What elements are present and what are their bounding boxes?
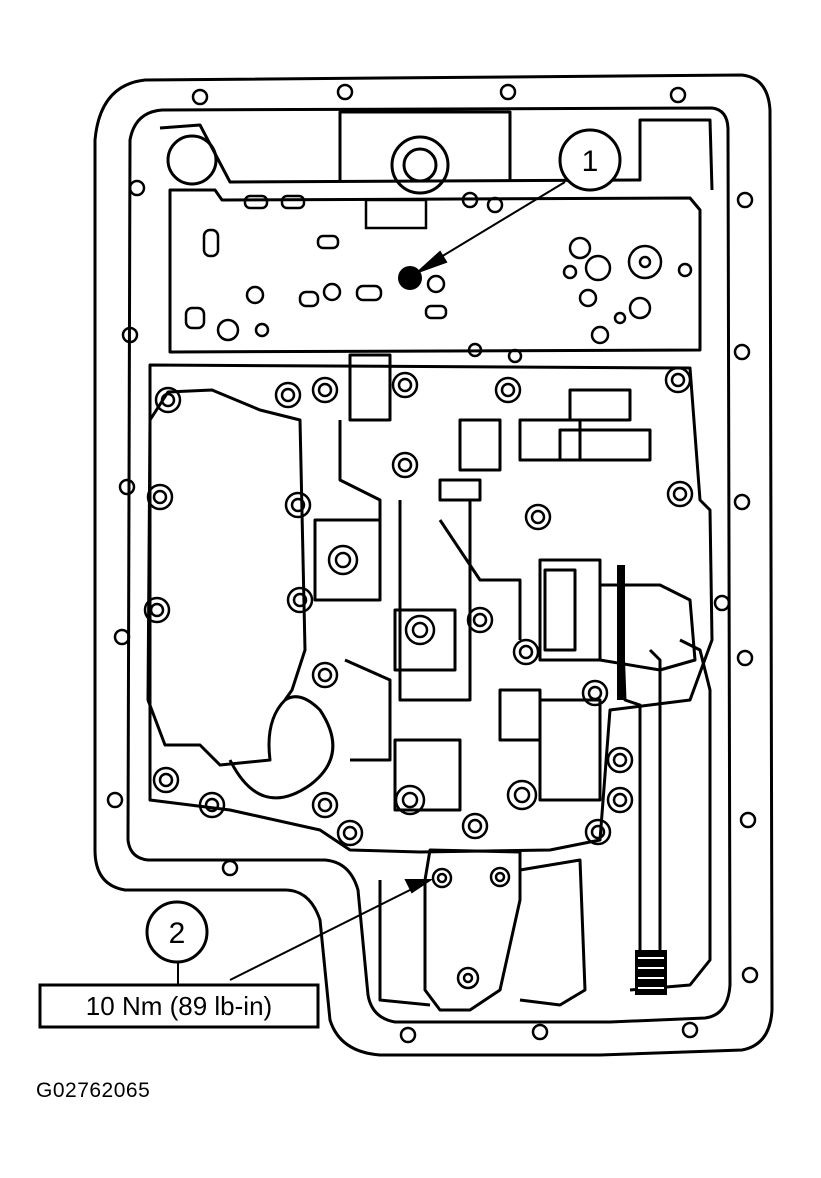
arrowhead-1	[417, 250, 448, 273]
channel-block	[313, 518, 382, 602]
channel-block	[348, 353, 392, 422]
valve-body	[148, 363, 714, 854]
accumulator-cover	[146, 388, 307, 767]
solenoid-body	[538, 558, 602, 662]
arrowhead-2	[404, 879, 434, 894]
plate-slot	[184, 306, 206, 330]
top-port-inner	[402, 147, 438, 183]
solenoid-connector	[599, 583, 697, 672]
plate-slot	[424, 304, 448, 320]
plate-slot	[280, 194, 306, 210]
channel-block	[558, 428, 652, 462]
separator-plate	[168, 188, 702, 354]
top-housing	[159, 118, 714, 191]
torque-spec-label: 10 Nm (89 lb-in)	[86, 991, 272, 1021]
wire-harness	[648, 648, 662, 950]
solenoid-coil	[543, 568, 577, 652]
plate-slot	[316, 234, 340, 250]
plate-slot	[298, 290, 320, 308]
pan-outer-outline	[93, 73, 774, 1057]
lower-bracket	[423, 848, 522, 1012]
leader-line-2	[229, 883, 423, 981]
channel-block	[393, 738, 462, 812]
leader-line-1	[425, 181, 566, 267]
channel-block	[518, 418, 582, 462]
channel-block	[568, 388, 632, 422]
channel-wall	[398, 500, 472, 702]
channel-wall	[438, 519, 522, 640]
plate-slot	[364, 198, 428, 230]
callout-1-number: 1	[582, 145, 599, 178]
channel-block	[538, 698, 602, 802]
top-port	[390, 135, 450, 195]
channel-block	[438, 478, 482, 502]
solenoid-bar	[617, 565, 625, 700]
channel-wall	[344, 658, 392, 762]
bolt-1-head	[398, 266, 422, 290]
channel-block	[498, 688, 542, 742]
channel-block	[393, 608, 457, 672]
flange-bolt-holes	[106, 83, 759, 1044]
plate-slot	[355, 284, 383, 302]
callout-2-number: 2	[169, 917, 186, 950]
channel-block	[458, 418, 502, 472]
figure-id: G02762065	[36, 1079, 151, 1102]
plate-slot	[243, 194, 269, 210]
accumulator-arc	[228, 695, 335, 800]
lower-wall	[378, 880, 431, 1007]
torque-spec-box	[38, 983, 320, 1029]
valve-body-bolts	[143, 366, 694, 990]
wire-harness	[629, 638, 712, 992]
channel-wall	[338, 420, 382, 520]
lower-bracket-side	[519, 858, 587, 1007]
top-boss	[338, 110, 512, 182]
plate-slot	[202, 228, 220, 258]
pan-inner-outline	[126, 106, 732, 1024]
corner-boss	[166, 134, 218, 186]
callout-2: 2 10 Nm (89 lb-in)	[38, 900, 320, 1029]
callout-1: 1	[558, 128, 622, 192]
